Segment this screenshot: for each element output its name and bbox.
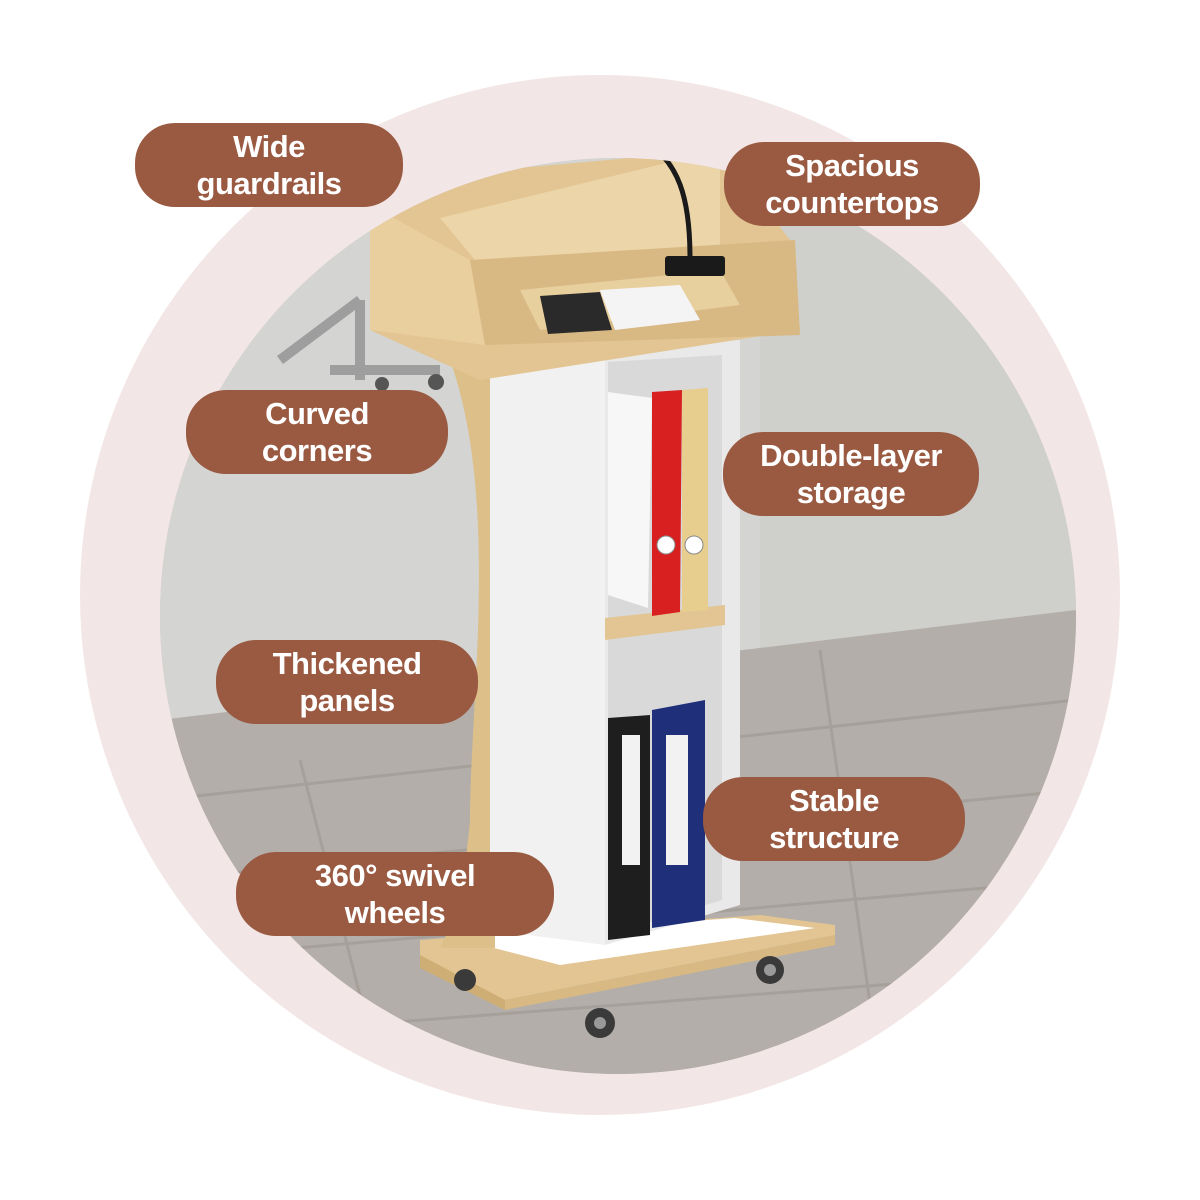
label-thickened-panels: Thickened panels bbox=[216, 640, 478, 724]
label-line: Stable bbox=[788, 783, 880, 818]
podium bbox=[370, 158, 835, 1038]
label-line: Double-layer bbox=[760, 438, 942, 473]
label-stable-structure: Stable structure bbox=[703, 777, 965, 861]
label-wide-guardrails: Wide guardrails bbox=[135, 123, 403, 207]
label-line: Wide bbox=[233, 129, 305, 164]
label-curved-corners: Curved corners bbox=[186, 390, 448, 474]
label-line: countertops bbox=[765, 185, 939, 220]
background-desk bbox=[277, 296, 440, 380]
label-line: panels bbox=[299, 683, 395, 718]
label-line: Thickened bbox=[272, 646, 422, 681]
label-swivel-wheels: 360° swivel wheels bbox=[236, 852, 554, 936]
label-double-layer-storage: Double-layer storage bbox=[723, 432, 979, 516]
label-line: Spacious bbox=[785, 148, 919, 183]
label-line: 360° swivel bbox=[314, 858, 476, 893]
microphone-base bbox=[665, 256, 725, 276]
label-line: storage bbox=[796, 475, 906, 510]
label-line: Curved bbox=[265, 396, 369, 431]
upper-binders bbox=[608, 388, 708, 616]
label-spacious-countertops: Spacious countertops bbox=[724, 142, 980, 226]
label-line: corners bbox=[261, 433, 373, 468]
podium-photo bbox=[160, 158, 1076, 1074]
label-line: wheels bbox=[344, 895, 446, 930]
lower-binders bbox=[608, 700, 705, 940]
label-line: structure bbox=[769, 820, 899, 855]
label-line: guardrails bbox=[196, 166, 342, 201]
